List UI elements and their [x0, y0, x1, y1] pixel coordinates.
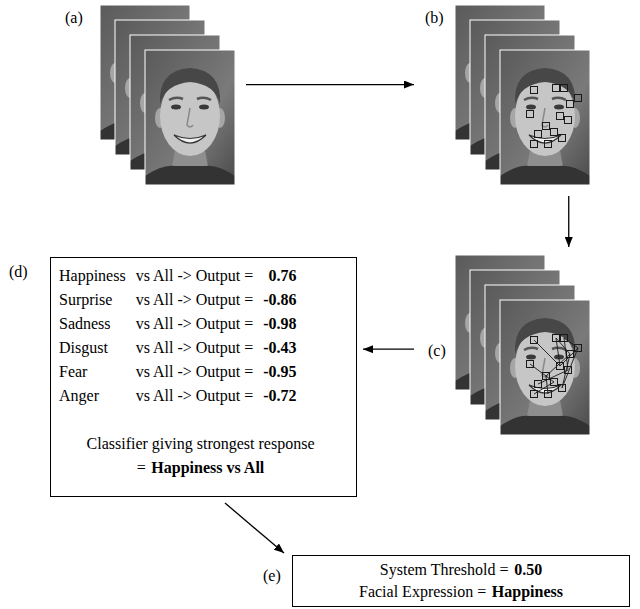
- feature-square: [531, 87, 538, 94]
- image-panel: (a): [60, 5, 240, 190]
- output-text: Fear: [59, 362, 126, 382]
- output-text: Anger: [59, 386, 126, 406]
- feature-square: [565, 367, 572, 374]
- output-text: vs All -> Output =: [136, 290, 254, 310]
- image-frame: [145, 50, 235, 185]
- frame-edge: [145, 50, 235, 185]
- feature-square: [557, 363, 564, 370]
- image-panel: (b): [420, 5, 595, 190]
- output-text: =: [137, 459, 146, 476]
- image-panel: (c): [420, 253, 595, 438]
- feature-squares: [527, 85, 582, 148]
- panel-label: (a): [65, 8, 83, 28]
- feature-square: [531, 391, 538, 398]
- panel-label: (b): [425, 8, 444, 28]
- output-text: Disgust: [59, 338, 126, 358]
- result-line: Facial Expression = Happiness: [303, 581, 619, 603]
- flow-arrow: [363, 349, 414, 350]
- feature-square: [527, 111, 534, 118]
- feature-square: [559, 385, 566, 392]
- image-stack: [455, 255, 590, 435]
- output-value: 0.76: [263, 266, 296, 286]
- result-box: (e)System Threshold =0.50Facial Expressi…: [292, 555, 630, 607]
- feature-square: [535, 131, 542, 138]
- panel-label: (d): [9, 262, 28, 282]
- image-stack: [100, 5, 235, 185]
- result-line: Classifier giving strongest response: [59, 434, 342, 454]
- output-text: Surprise: [59, 290, 126, 310]
- feature-square: [565, 117, 572, 124]
- output-value: -0.95: [263, 362, 296, 382]
- feature-link: [564, 338, 578, 348]
- feature-graph: [527, 335, 582, 398]
- output-text: Classifier giving strongest response: [87, 435, 315, 452]
- flow-arrow: [568, 196, 569, 247]
- output-value: Happiness vs All: [151, 459, 264, 476]
- output-text: vs All -> Output =: [136, 266, 254, 286]
- output-value: Happiness: [492, 583, 563, 600]
- feature-link: [562, 354, 570, 388]
- result-line: = Happiness vs All: [59, 458, 342, 478]
- frame-edge: [500, 300, 590, 435]
- feature-square: [567, 351, 574, 358]
- feature-square: [535, 381, 542, 388]
- result-box: (d)Happinessvs All -> Output =0.76Surpri…: [50, 257, 357, 497]
- feature-square: [553, 335, 560, 342]
- output-value: -0.43: [263, 338, 296, 358]
- feature-link: [560, 348, 578, 366]
- feature-square: [543, 373, 550, 380]
- image-frame: [500, 50, 590, 185]
- output-text: vs All -> Output =: [136, 338, 254, 358]
- feature-link: [556, 338, 560, 366]
- image-frame: [500, 300, 590, 435]
- output-text: vs All -> Output =: [136, 386, 254, 406]
- feature-square: [543, 123, 550, 130]
- output-value: -0.86: [263, 290, 296, 310]
- feature-square: [551, 379, 558, 386]
- feature-square: [561, 335, 568, 342]
- feature-link: [562, 348, 578, 388]
- feature-square: [545, 391, 552, 398]
- feature-square: [545, 141, 552, 148]
- feature-square: [527, 361, 534, 368]
- output-text: System Threshold =: [380, 561, 509, 578]
- flow-arrow: [225, 503, 284, 553]
- feature-square: [531, 141, 538, 148]
- feature-link: [546, 376, 548, 394]
- panel-label: (e): [263, 566, 281, 586]
- output-text: Sadness: [59, 314, 126, 334]
- feature-square: [553, 85, 560, 92]
- feature-square: [561, 85, 568, 92]
- feature-links: [530, 338, 578, 394]
- output-value: 0.50: [514, 561, 542, 578]
- panel-label: (c): [428, 341, 446, 361]
- result-line: System Threshold = 0.50: [303, 559, 619, 581]
- output-text: vs All -> Output =: [136, 362, 254, 382]
- output-text: vs All -> Output =: [136, 314, 254, 334]
- output-value: -0.72: [263, 386, 296, 406]
- flow-arrow: [246, 84, 414, 85]
- feature-square: [557, 113, 564, 120]
- output-text: Happiness: [59, 266, 126, 286]
- feature-square: [551, 129, 558, 136]
- feature-square: [567, 101, 574, 108]
- frame-edge: [500, 50, 590, 185]
- output-table: Happiness vs All -> Output = 0.76Surprise v…: [59, 266, 342, 406]
- feature-square: [575, 345, 582, 352]
- feature-square: [575, 95, 582, 102]
- output-text: Facial Expression =: [359, 583, 486, 600]
- feature-square: [531, 337, 538, 344]
- feature-square: [559, 135, 566, 142]
- output-value: -0.98: [263, 314, 296, 334]
- image-stack: [455, 5, 590, 185]
